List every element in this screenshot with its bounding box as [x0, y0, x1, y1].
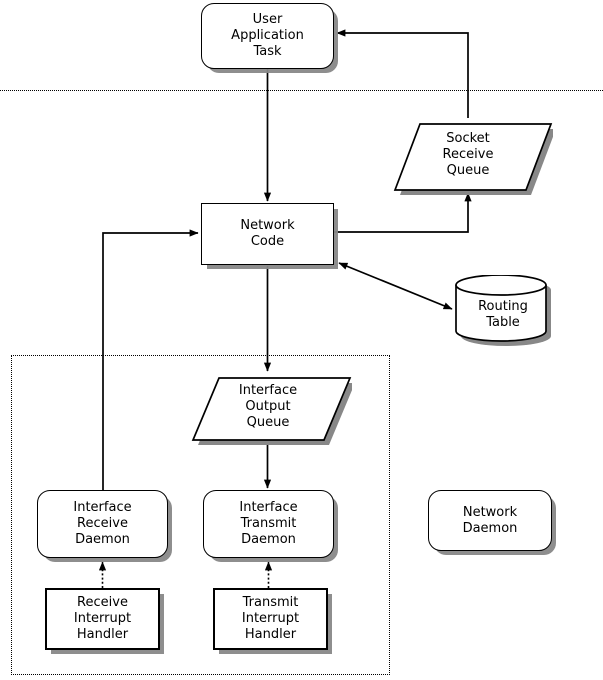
node-label-line: Interrupt: [241, 611, 300, 626]
node-label-line: Receive: [77, 516, 128, 531]
cylinder-shape: [455, 275, 551, 346]
node-label-line: Queue: [246, 415, 290, 430]
node-interface-receive-daemon[interactable]: Interface Receive Daemon: [37, 490, 168, 558]
edge-interface-receive-daemon-to-network-code: [102, 229, 199, 490]
node-interface-transmit-daemon[interactable]: Interface Transmit Daemon: [203, 490, 334, 558]
parallelogram-shape: [393, 123, 553, 195]
node-label-line: Network: [240, 218, 295, 233]
node-routing-table[interactable]: Routing Table: [455, 275, 551, 346]
edge-socket-receive-queue-to-user-task: [336, 29, 469, 118]
node-label-line: Interface: [239, 500, 298, 515]
node-network-daemon[interactable]: Network Daemon: [428, 490, 552, 551]
node-label-line: Socket: [446, 130, 490, 146]
node-label-line: Interface: [238, 383, 298, 398]
user-kernel-boundary: [0, 90, 603, 91]
node-label-line: User: [252, 12, 283, 27]
node-label-line: Table: [486, 314, 520, 330]
node-label-line: Output: [245, 399, 291, 414]
parallelogram-shape: [191, 377, 352, 445]
node-label-line: Daemon: [462, 520, 518, 536]
node-label-line: Code: [250, 234, 285, 249]
node-label-line: Handler: [76, 627, 129, 642]
node-label-line: Transmit: [240, 516, 297, 531]
node-user-application-task[interactable]: User Application Task: [201, 3, 334, 69]
node-label-line: Daemon: [241, 532, 296, 547]
node-label-line: Interrupt: [73, 611, 132, 626]
node-label-line: Daemon: [75, 532, 130, 547]
node-label-line: Interface: [73, 500, 132, 515]
node-transmit-interrupt-handler[interactable]: Transmit Interrupt Handler: [213, 588, 328, 650]
node-label-line: Queue: [446, 162, 490, 178]
edge-network-code-routing-table: [338, 262, 453, 310]
node-label-line: Routing: [478, 298, 528, 314]
driver-boundary-box: [11, 355, 390, 675]
node-label-line: Network: [462, 504, 518, 520]
node-receive-interrupt-handler[interactable]: Receive Interrupt Handler: [45, 588, 160, 650]
edge-network-code-to-socket-receive-queue: [334, 192, 472, 233]
node-network-code[interactable]: Network Code: [201, 203, 334, 265]
node-label-line: Receive: [442, 146, 494, 162]
node-label-line: Transmit: [242, 595, 299, 610]
node-label-line: Receive: [77, 595, 128, 610]
node-socket-receive-queue[interactable]: Socket Receive Queue: [390, 118, 553, 195]
node-label-line: Handler: [244, 627, 297, 642]
node-label-line: Task: [253, 44, 282, 59]
node-label-line: Application: [231, 28, 304, 43]
node-interface-output-queue[interactable]: Interface Output Queue: [191, 373, 352, 445]
